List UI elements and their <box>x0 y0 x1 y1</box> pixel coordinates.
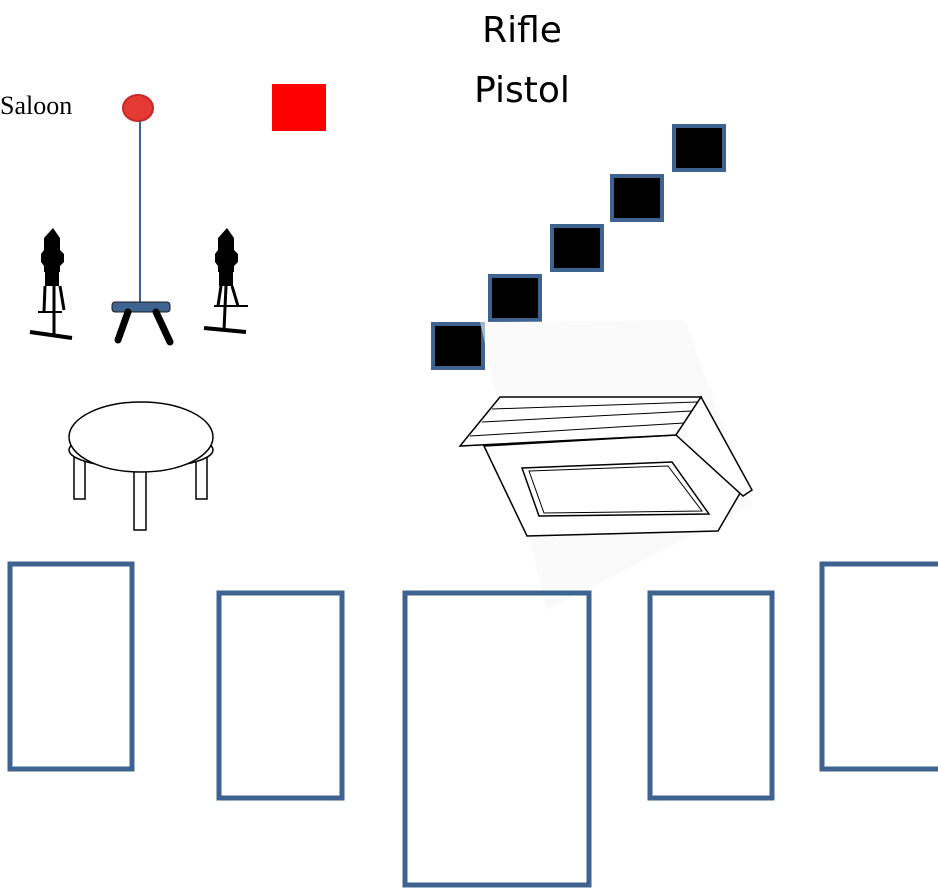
red-square-target <box>272 84 326 131</box>
popper-leg-left <box>114 308 132 344</box>
steel-plate <box>550 224 604 272</box>
steel-plate <box>431 322 485 370</box>
shooting-bay <box>402 590 592 888</box>
pistol-label: Pistol <box>474 70 570 111</box>
silhouette-target-right <box>203 228 248 334</box>
round-table <box>68 401 214 531</box>
shooting-bay <box>7 561 135 772</box>
silhouette-target-left <box>29 228 73 340</box>
shooting-bay <box>819 561 938 772</box>
shooting-bays <box>7 561 938 888</box>
shooting-bay <box>216 590 345 801</box>
steel-plate <box>610 174 664 222</box>
steel-plate <box>672 124 726 172</box>
popper-target <box>111 94 174 346</box>
shooting-bay <box>647 590 775 801</box>
shooting-box <box>458 320 753 610</box>
saloon-label: Saloon <box>0 91 72 120</box>
steel-plate-targets <box>431 124 726 370</box>
popper-leg-right <box>152 308 174 346</box>
rifle-label: Rifle <box>482 10 562 51</box>
popper-base <box>111 301 171 313</box>
steel-plate <box>488 274 542 322</box>
popper-head <box>122 94 154 122</box>
